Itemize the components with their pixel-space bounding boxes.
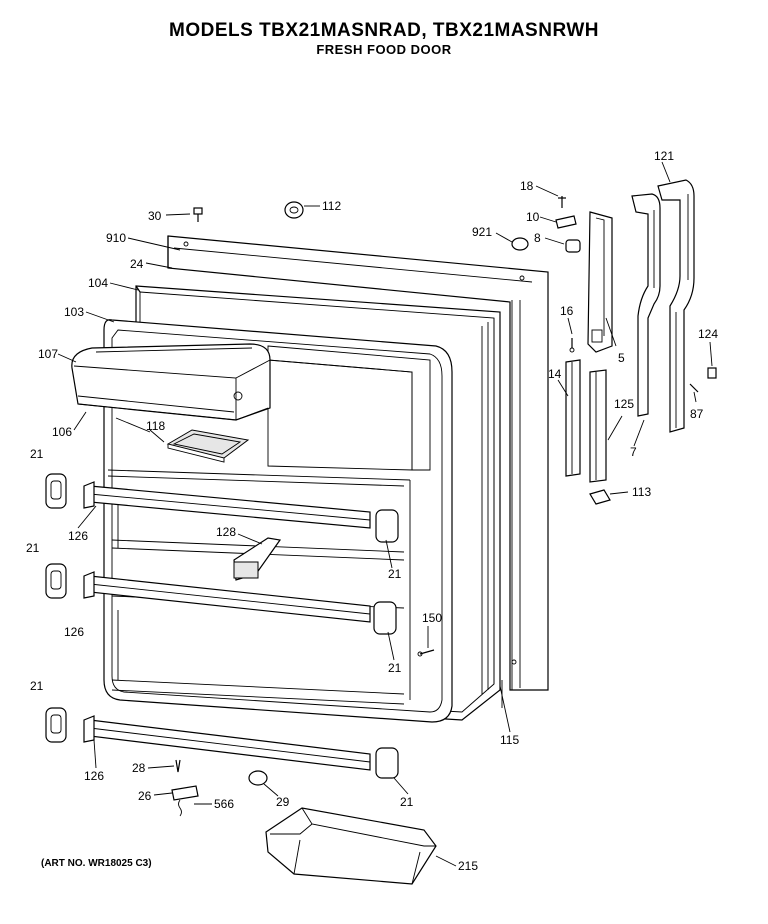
callout-14: 14 [548,367,562,381]
page-subtitle: FRESH FOOD DOOR [316,42,452,57]
hardware-124 [707,367,717,379]
callout-128: 128 [216,525,236,539]
end-cap-2 [45,563,67,599]
outer-door-panel [167,235,549,691]
leader-lines [57,161,713,867]
callout-126-c: 126 [84,769,104,783]
door-bin [265,807,437,885]
screw-16 [569,338,575,353]
callout-7: 7 [630,445,637,459]
callout-21-c: 21 [388,567,402,581]
callout-26: 26 [138,789,152,803]
callout-126-b: 126 [64,625,84,639]
callout-115: 115 [500,733,519,747]
callout-24: 24 [130,257,144,271]
callout-21-d: 21 [388,661,402,675]
callout-21-f: 21 [400,795,414,809]
callout-125: 125 [614,397,634,411]
end-cap-6 [375,747,399,779]
door-shelf-bar-lower [83,715,371,771]
callout-126-a: 126 [68,529,88,543]
callout-28: 28 [132,761,146,775]
cap-921 [511,237,529,251]
callout-106: 106 [52,425,72,439]
callout-566: 566 [214,797,234,811]
butter-tray [166,429,250,463]
screw-30 [193,207,203,222]
callout-5: 5 [618,351,625,365]
callout-labels: 121 18 112 30 10 921 8 910 24 104 103 16… [26,149,718,873]
callout-118: 118 [146,419,165,433]
dairy-door [71,343,271,421]
handle-7 [631,193,661,417]
plug-112 [284,201,304,219]
handle-insert-14 [565,359,581,477]
stop-113 [589,489,611,505]
spring-566 [178,799,182,817]
callout-21-b: 21 [26,541,40,555]
art-number: (ART NO. WR18025 C3) [41,858,152,869]
callout-112: 112 [322,199,341,213]
hinge-pin-18 [558,196,566,208]
hinge-bushing-10 [555,215,577,229]
bushing-8 [565,239,581,253]
callout-113: 113 [632,485,651,499]
end-cap-5 [373,601,397,635]
end-cap-4 [375,509,399,543]
page-title: MODELS TBX21MASNRAD, TBX21MASNRWH [169,20,599,41]
callout-10: 10 [526,210,540,224]
plate-26 [171,785,199,801]
callout-124: 124 [698,327,718,341]
shelf-divider [233,537,282,581]
callout-103: 103 [64,305,84,319]
bumper-29 [248,770,268,786]
door-shelf-bar-upper [83,481,371,529]
callout-921: 921 [472,225,492,239]
callout-8: 8 [534,231,541,245]
hinge-bracket [587,211,613,353]
screw-87 [689,383,699,393]
end-cap-3 [45,707,67,743]
callout-150: 150 [422,611,442,625]
callout-104: 104 [88,276,108,290]
callout-87: 87 [690,407,704,421]
end-cap-1 [45,473,67,509]
handle-trim-125 [589,369,607,483]
callout-910: 910 [106,231,126,245]
screw-150 [417,649,435,657]
callout-215: 215 [458,859,478,873]
callout-121: 121 [654,149,674,163]
callout-16: 16 [560,304,574,318]
handle-121 [657,179,695,433]
callout-18: 18 [520,179,534,193]
callout-21-e: 21 [30,679,44,693]
callout-30: 30 [148,209,162,223]
door-shelf-bar-middle [83,571,371,623]
callout-29: 29 [276,795,290,809]
clip-28 [175,759,181,773]
callout-107: 107 [38,347,58,361]
callout-21-a: 21 [30,447,44,461]
shelf-end-caps [45,473,399,779]
